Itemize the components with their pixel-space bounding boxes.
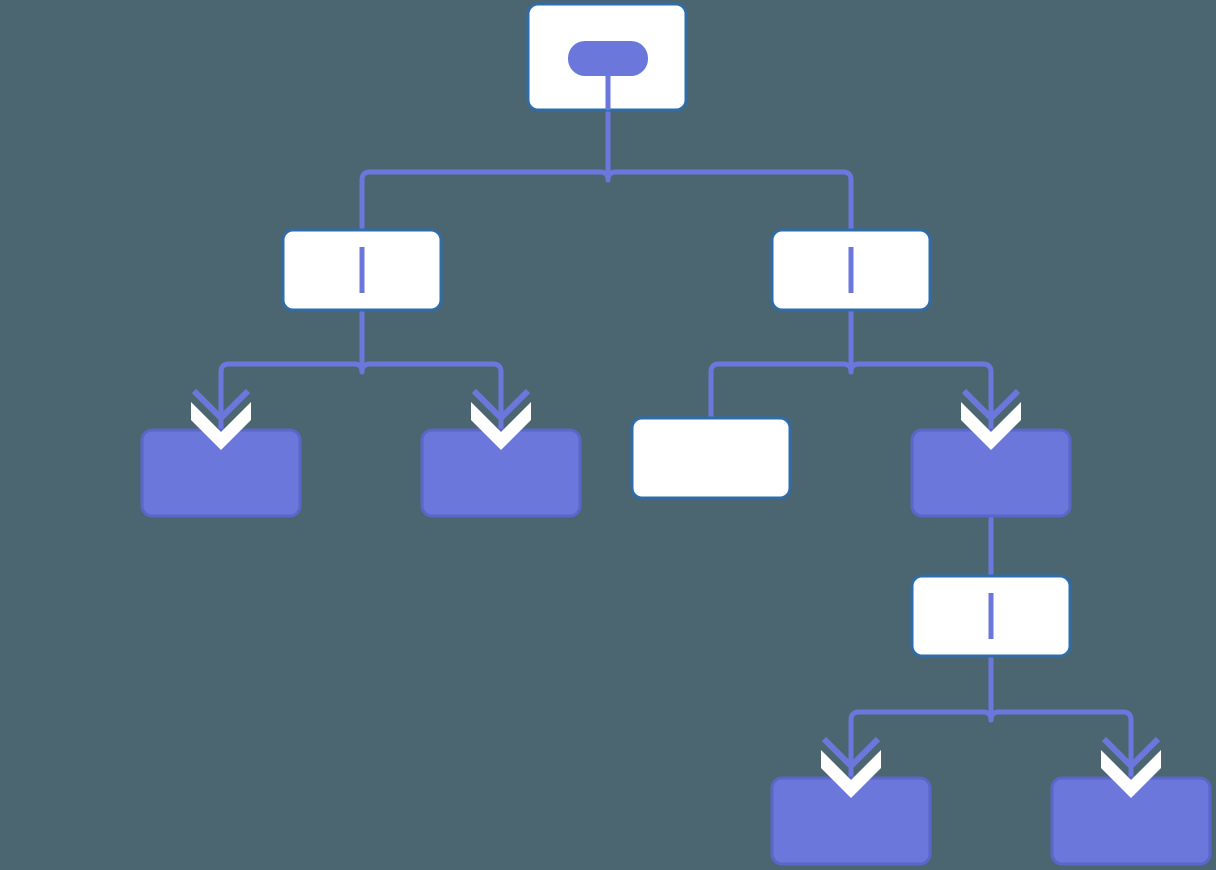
- arrowhead-bottom-left: [821, 736, 881, 798]
- arrowhead-branch: [961, 388, 1021, 450]
- level2-empty-node[interactable]: [630, 416, 792, 500]
- level2-leaf-node-2[interactable]: [420, 428, 582, 518]
- arrowhead-bottom-right: [1101, 736, 1161, 798]
- level4-leaf-node-1-shape: [770, 776, 932, 866]
- arrowhead-bottom-right-white-chevron: [1101, 750, 1161, 798]
- level1-left-node[interactable]: [281, 228, 443, 312]
- arrowhead-leaf2-white-chevron: [471, 402, 531, 450]
- level2-leaf-node-1[interactable]: [140, 428, 302, 518]
- arrowhead-leaf2: [471, 388, 531, 450]
- level2-branch-node-shape: [910, 428, 1072, 518]
- arrowhead-leaf1-white-chevron: [191, 402, 251, 450]
- level4-leaf-node-2-shape: [1050, 776, 1212, 866]
- arrow-layer: [191, 388, 1161, 798]
- level1-right-node[interactable]: [770, 228, 932, 312]
- level2-branch-node[interactable]: [910, 428, 1072, 518]
- edge-layer: [218, 110, 1134, 788]
- level2-empty-node-shape: [630, 416, 792, 500]
- edge-root-to-level1-right[interactable]: [605, 110, 854, 230]
- edge-level1right-to-branch[interactable]: [848, 310, 994, 440]
- node-layer: [140, 2, 1212, 866]
- level4-leaf-node-2[interactable]: [1050, 776, 1212, 866]
- root-pill-badge: [568, 41, 648, 76]
- level2-leaf-node-2-shape: [420, 428, 582, 518]
- arrowhead-branch-white-chevron: [961, 402, 1021, 450]
- root-node[interactable]: [526, 2, 688, 112]
- level3-empty-node[interactable]: [910, 574, 1072, 658]
- arrowhead-bottom-left-white-chevron: [821, 750, 881, 798]
- level2-leaf-node-1-shape: [140, 428, 302, 518]
- edge-level1left-to-leaf2[interactable]: [359, 310, 504, 440]
- arrowhead-leaf1: [191, 388, 251, 450]
- level4-leaf-node-1[interactable]: [770, 776, 932, 866]
- edge-level3-to-leaf2[interactable]: [988, 656, 1134, 788]
